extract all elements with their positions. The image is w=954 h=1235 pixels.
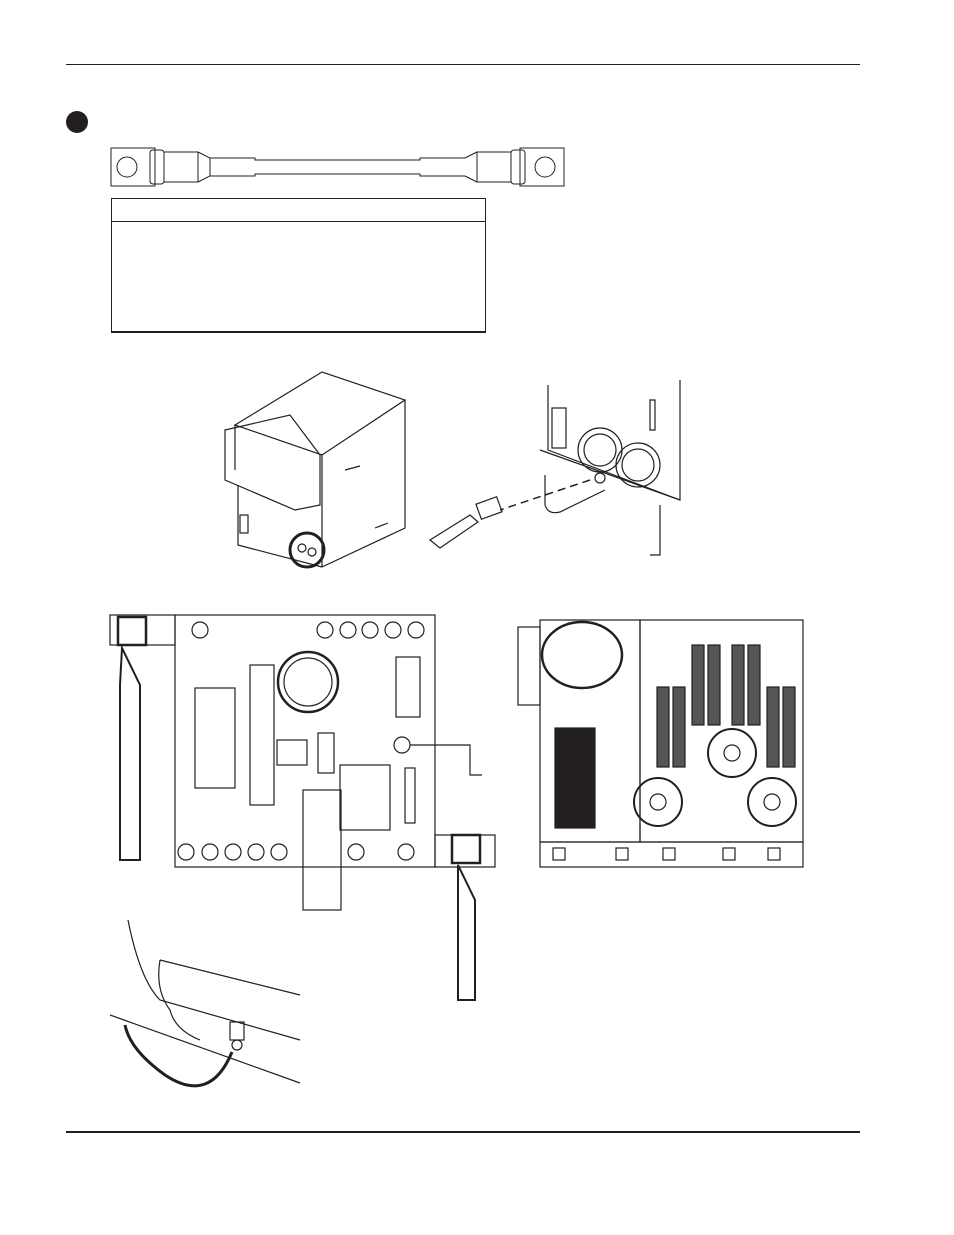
step-marker xyxy=(66,111,88,133)
spec-table-header xyxy=(112,199,485,222)
header-rule xyxy=(66,64,860,65)
spec-table xyxy=(111,198,486,333)
cable-with-lugs-figure xyxy=(110,147,565,187)
footer-rule xyxy=(66,1131,860,1133)
